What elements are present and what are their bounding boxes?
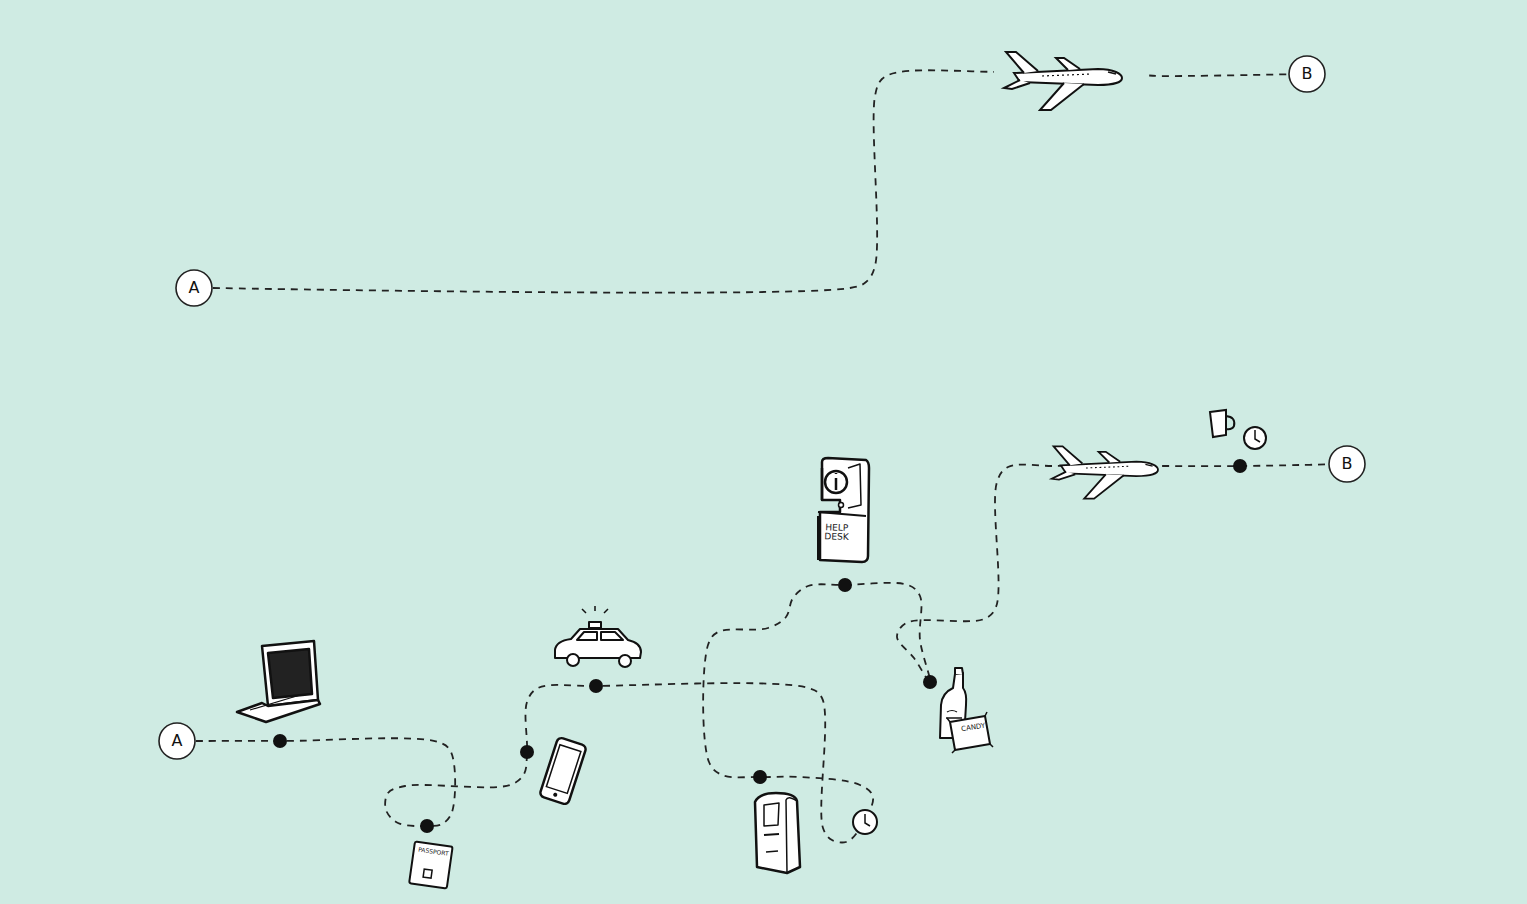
clock-icon (853, 810, 877, 834)
stop-circle: B (1328, 445, 1366, 483)
shopping-icon (940, 668, 993, 753)
stop-circle: B (1288, 55, 1326, 93)
waypoint-dots (273, 459, 1247, 833)
dashed-route (196, 464, 1328, 842)
point-letter: B (1342, 456, 1353, 472)
stop-circle: A (158, 722, 196, 760)
airplane-icon (1052, 446, 1158, 498)
point-letter: A (172, 733, 183, 749)
line-gap (994, 58, 1148, 86)
stop-circle: A (175, 269, 213, 307)
icon-caption: PASSPORT (413, 846, 453, 858)
point-letter: A (189, 280, 200, 296)
point-letter: B (1302, 66, 1313, 82)
icon-caption: HELP DESK (819, 523, 854, 543)
clock-icon (1244, 427, 1266, 449)
taxi-icon (555, 606, 641, 667)
icon-caption: CANDY (957, 722, 990, 734)
help-desk-icon (818, 458, 869, 562)
phone-icon (539, 737, 587, 805)
laptop-icon (237, 641, 320, 722)
airplane-icon (1004, 52, 1122, 110)
ticket-machine-icon (755, 793, 800, 873)
dashed-route (213, 70, 1288, 292)
coffee-icon (1210, 410, 1234, 437)
